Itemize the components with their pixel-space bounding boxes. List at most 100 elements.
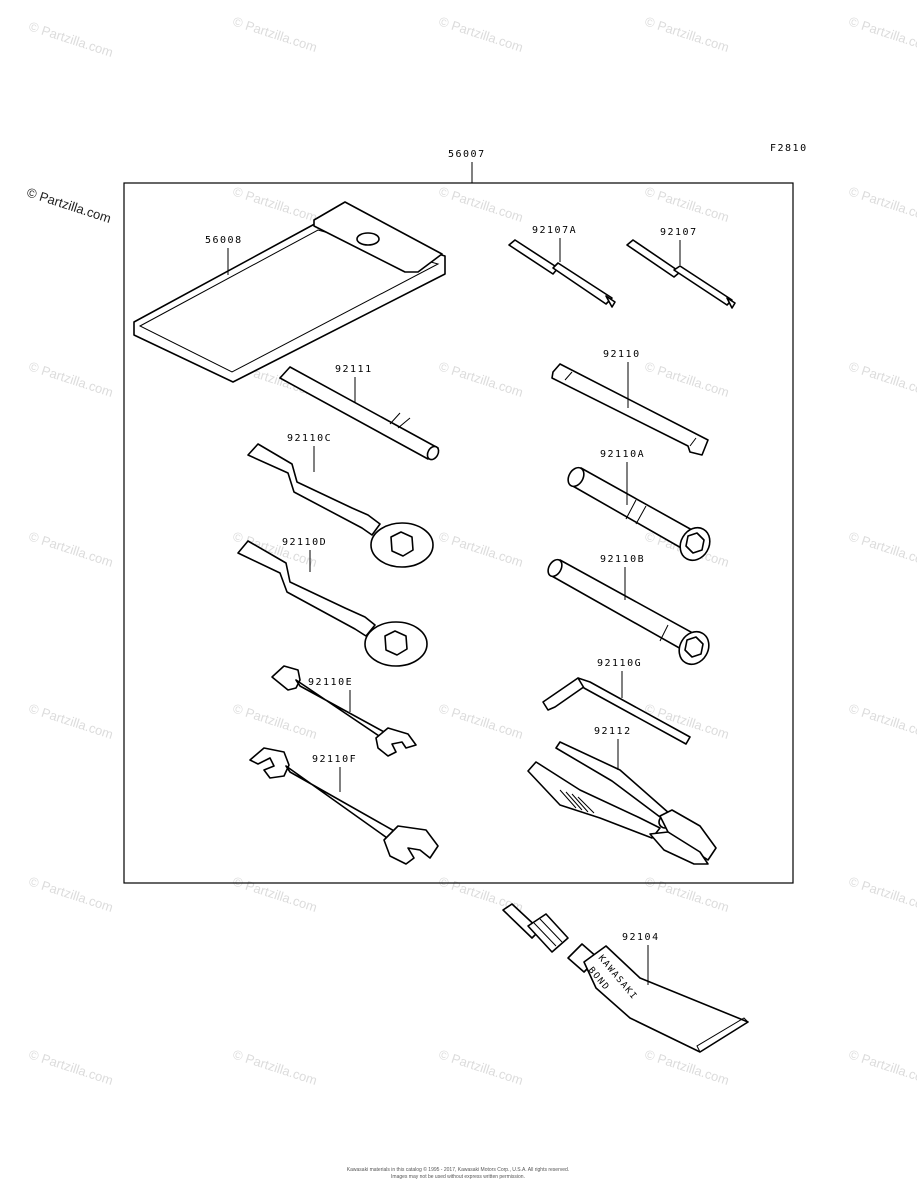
handle-bar[interactable] bbox=[279, 366, 441, 462]
watermark-text: © Partzilla.com bbox=[231, 1047, 319, 1088]
watermark-text: © Partzilla.com bbox=[231, 874, 319, 915]
watermark-text: © Partzilla.com bbox=[27, 1047, 115, 1088]
ring-wrench-d-handle bbox=[237, 540, 376, 637]
watermark-text: © Partzilla.com bbox=[643, 184, 731, 225]
label-92104: 92104 bbox=[622, 932, 660, 943]
watermark-text: © Partzilla.com bbox=[437, 1047, 525, 1088]
screwdriver-shank bbox=[626, 239, 681, 278]
watermark-text: © Partzilla.com bbox=[847, 701, 917, 742]
ring-wrench-c-handle bbox=[247, 443, 381, 536]
ring-wrench-d-hex bbox=[384, 630, 408, 656]
watermark-text: © Partzilla.com bbox=[27, 529, 115, 570]
figure-code: F2810 bbox=[770, 143, 808, 154]
ring-wrench-c-hex bbox=[390, 531, 414, 557]
watermark-text: © Partzilla.com bbox=[847, 1047, 917, 1088]
tool-pouch[interactable] bbox=[133, 201, 446, 383]
watermark-text: © Partzilla.com bbox=[643, 874, 731, 915]
label-92110D: 92110D bbox=[282, 537, 327, 548]
watermark-text: © Partzilla.com bbox=[847, 529, 917, 570]
handle-bar-end bbox=[426, 445, 440, 461]
box-wrench-b[interactable] bbox=[545, 557, 714, 670]
open-wrench-e-jaw-small bbox=[271, 665, 301, 691]
spark-wrench-body bbox=[551, 363, 709, 456]
open-wrench-f-jaw-small bbox=[249, 747, 290, 779]
watermark-text: © Partzilla.com bbox=[437, 359, 525, 400]
box-wrench-b-hex bbox=[684, 636, 704, 658]
open-wrench-e-jaw-large bbox=[375, 727, 417, 757]
watermark-text: © Partzilla.com bbox=[847, 359, 917, 400]
box-wrench-b-end bbox=[547, 558, 563, 578]
open-wrench-f-jaw-large bbox=[383, 825, 439, 865]
pliers-jaw-lower bbox=[649, 831, 709, 865]
bond-tube-crimp bbox=[696, 1017, 749, 1053]
bond-cap-ridges bbox=[533, 918, 563, 947]
label-92110A: 92110A bbox=[600, 449, 645, 460]
watermark-text: © Partzilla.com bbox=[27, 19, 115, 60]
label-92110C: 92110C bbox=[287, 433, 332, 444]
screwdriver[interactable] bbox=[626, 239, 736, 309]
watermark-text: © Partzilla.com bbox=[27, 701, 115, 742]
hex-key-short-arm bbox=[542, 677, 589, 711]
watermark-main: © Partzilla.com bbox=[25, 185, 113, 226]
open-wrench-e[interactable] bbox=[271, 665, 417, 757]
box-wrench-b-step bbox=[659, 624, 669, 642]
tool-kit-frame bbox=[123, 182, 794, 884]
watermark-text: © Partzilla.com bbox=[643, 14, 731, 55]
watermark-text: © Partzilla.com bbox=[231, 701, 319, 742]
watermark-text: © Partzilla.com bbox=[437, 14, 525, 55]
pliers-lower-handle bbox=[527, 761, 661, 839]
pouch-snap bbox=[356, 232, 380, 246]
watermark-text: © Partzilla.com bbox=[437, 184, 525, 225]
label-92107: 92107 bbox=[660, 227, 698, 238]
footer-permission: Images may not be used without express w… bbox=[391, 1174, 525, 1180]
watermark-text: © Partzilla.com bbox=[231, 14, 319, 55]
watermark-text: © Partzilla.com bbox=[27, 359, 115, 400]
pliers-grip-texture bbox=[559, 789, 595, 814]
box-wrench-a-step bbox=[625, 499, 647, 525]
hex-key[interactable] bbox=[542, 677, 691, 745]
label-92111: 92111 bbox=[335, 364, 373, 375]
watermark-text: © Partzilla.com bbox=[437, 701, 525, 742]
screwdriver-tip bbox=[726, 297, 736, 309]
watermark-text: © Partzilla.com bbox=[27, 874, 115, 915]
watermark-text: © Partzilla.com bbox=[847, 14, 917, 55]
watermark-text: © Partzilla.com bbox=[231, 184, 319, 225]
screwdriver-a-blade bbox=[552, 262, 613, 305]
pouch-inner-edge bbox=[138, 229, 440, 373]
screwdriver-a[interactable] bbox=[508, 239, 616, 308]
spark-wrench[interactable] bbox=[551, 363, 709, 456]
pliers[interactable] bbox=[527, 741, 717, 865]
label-56008: 56008 bbox=[205, 235, 243, 246]
watermark-text: © Partzilla.com bbox=[437, 529, 525, 570]
label-92112: 92112 bbox=[594, 726, 632, 737]
watermark-text: © Partzilla.com bbox=[643, 359, 731, 400]
label-56007: 56007 bbox=[448, 149, 486, 160]
screwdriver-a-tip bbox=[605, 295, 616, 308]
box-wrench-a[interactable] bbox=[565, 465, 716, 566]
watermark-text: © Partzilla.com bbox=[643, 1047, 731, 1088]
ring-wrench-c[interactable] bbox=[247, 443, 434, 568]
footer-copyright: Kawasaki materials in this catalog © 199… bbox=[347, 1166, 569, 1173]
label-92110: 92110 bbox=[603, 349, 641, 360]
label-92110B: 92110B bbox=[600, 554, 645, 565]
label-92110E: 92110E bbox=[308, 677, 353, 688]
open-wrench-f[interactable] bbox=[249, 747, 439, 865]
ring-wrench-d[interactable] bbox=[237, 540, 428, 667]
handle-bar-groove bbox=[389, 412, 411, 429]
label-92107A: 92107A bbox=[532, 225, 577, 236]
handle-bar-body bbox=[279, 366, 439, 460]
spark-wrench-slots bbox=[564, 371, 697, 447]
screwdriver-a-shank bbox=[508, 239, 559, 275]
label-92110G: 92110G bbox=[597, 658, 642, 669]
watermark-text: © Partzilla.com bbox=[847, 184, 917, 225]
bond-nozzle-cap bbox=[527, 913, 569, 953]
box-wrench-a-hex bbox=[685, 532, 705, 554]
box-wrench-a-end bbox=[567, 466, 585, 488]
screwdriver-blade bbox=[673, 265, 733, 306]
open-wrench-f-handle bbox=[285, 765, 397, 841]
bond-tube[interactable]: KAWASAKI BOND bbox=[502, 903, 749, 1053]
label-92110F: 92110F bbox=[312, 754, 357, 765]
watermark-text: © Partzilla.com bbox=[847, 874, 917, 915]
